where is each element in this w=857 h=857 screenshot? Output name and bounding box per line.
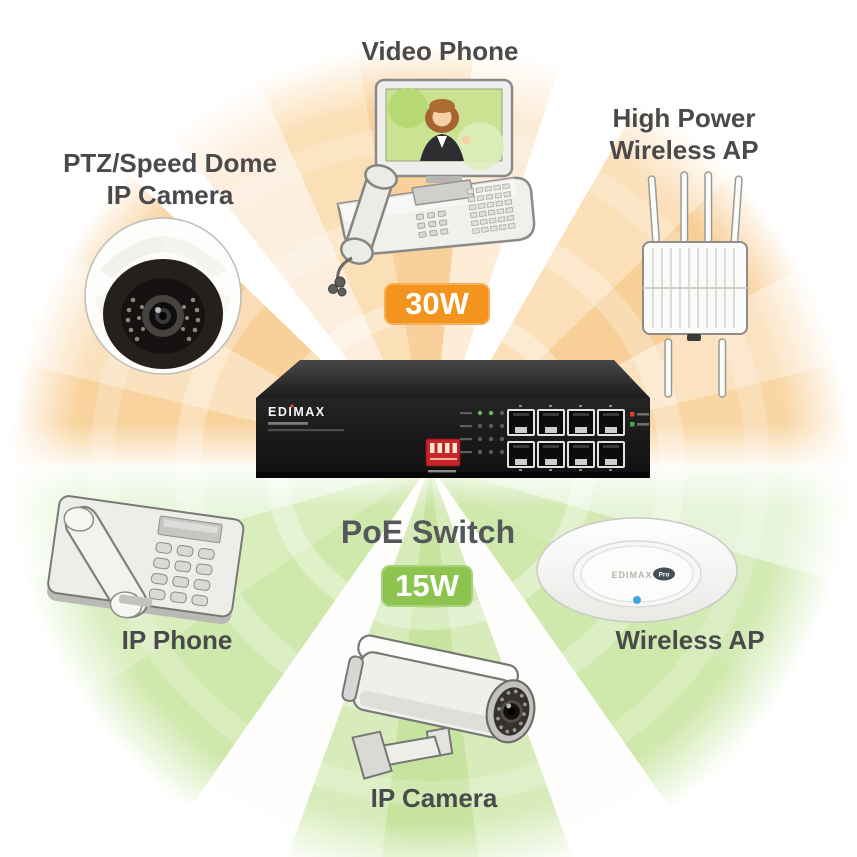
ethernet-port: [507, 441, 535, 468]
power-led: [630, 412, 635, 417]
high-power-ap-label: High Power Wireless AP: [609, 103, 759, 165]
video-phone-illustration: [322, 76, 536, 301]
video-phone-screen: [374, 78, 514, 178]
ptz-camera-label: PTZ/Speed Dome IP Camera: [63, 148, 277, 210]
dip-switch: [425, 438, 461, 473]
screen-hinge: [426, 176, 462, 183]
ethernet-port: [537, 441, 565, 468]
ip-phone-label: IP Phone: [121, 625, 233, 655]
ip-phone-illustration: [32, 468, 257, 634]
ip-camera-illustration: [333, 634, 548, 781]
ceiling-ap-brand-text: EDIMAX: [611, 570, 652, 580]
poe-switch-illustration: EDIMAX: [254, 356, 654, 484]
ap-status-led: [633, 596, 641, 604]
ethernet-port: [597, 441, 625, 468]
status-leds: [630, 412, 649, 427]
ethernet-port: [507, 409, 535, 436]
dome-ir-leds: [125, 297, 201, 342]
video-phone-handset: [340, 164, 398, 265]
ap-mount-nub: [687, 334, 701, 341]
ethernet-port: [567, 409, 595, 436]
ip-camera-label: IP Camera: [370, 783, 498, 813]
switch-top-face: [256, 360, 650, 398]
link-led: [630, 422, 635, 427]
switch-brand: EDIMAX: [268, 404, 344, 432]
pro-badge: [653, 567, 675, 581]
high-power-ap-illustration: [629, 168, 761, 400]
ap-antennas-top: [647, 171, 743, 245]
led-matrix: [460, 410, 505, 455]
ethernet-port: [567, 441, 595, 468]
camera-bracket: [351, 726, 454, 780]
ethernet-ports: [507, 405, 625, 471]
handset-cord: [328, 256, 353, 297]
ptz-camera-illustration: [81, 212, 245, 376]
power-badge-15w: 15W: [381, 565, 473, 607]
wireless-ap-label: Wireless AP: [615, 625, 765, 655]
camera-lens: [485, 679, 536, 744]
ap-body-ridges: [643, 248, 747, 328]
poe-switch-title: PoE Switch: [340, 514, 516, 550]
dome-lens: [142, 295, 184, 337]
ap-antennas-bottom: [664, 338, 727, 398]
phone-hook: [118, 594, 153, 608]
camera-back-cap: [341, 655, 364, 703]
pro-badge-text: Pro: [659, 572, 670, 579]
phone-keypad: [148, 542, 215, 607]
ethernet-port: [597, 409, 625, 436]
ethernet-port: [537, 409, 565, 436]
body-keypad-right: [466, 183, 516, 235]
switch-brand-text: EDIMAX: [268, 405, 326, 419]
body-keypad-left: [415, 210, 449, 238]
wireless-ap-illustration: EDIMAX Pro: [532, 512, 742, 628]
video-phone-label: Video Phone: [361, 36, 519, 66]
power-badge-30w: 30W: [384, 283, 490, 325]
